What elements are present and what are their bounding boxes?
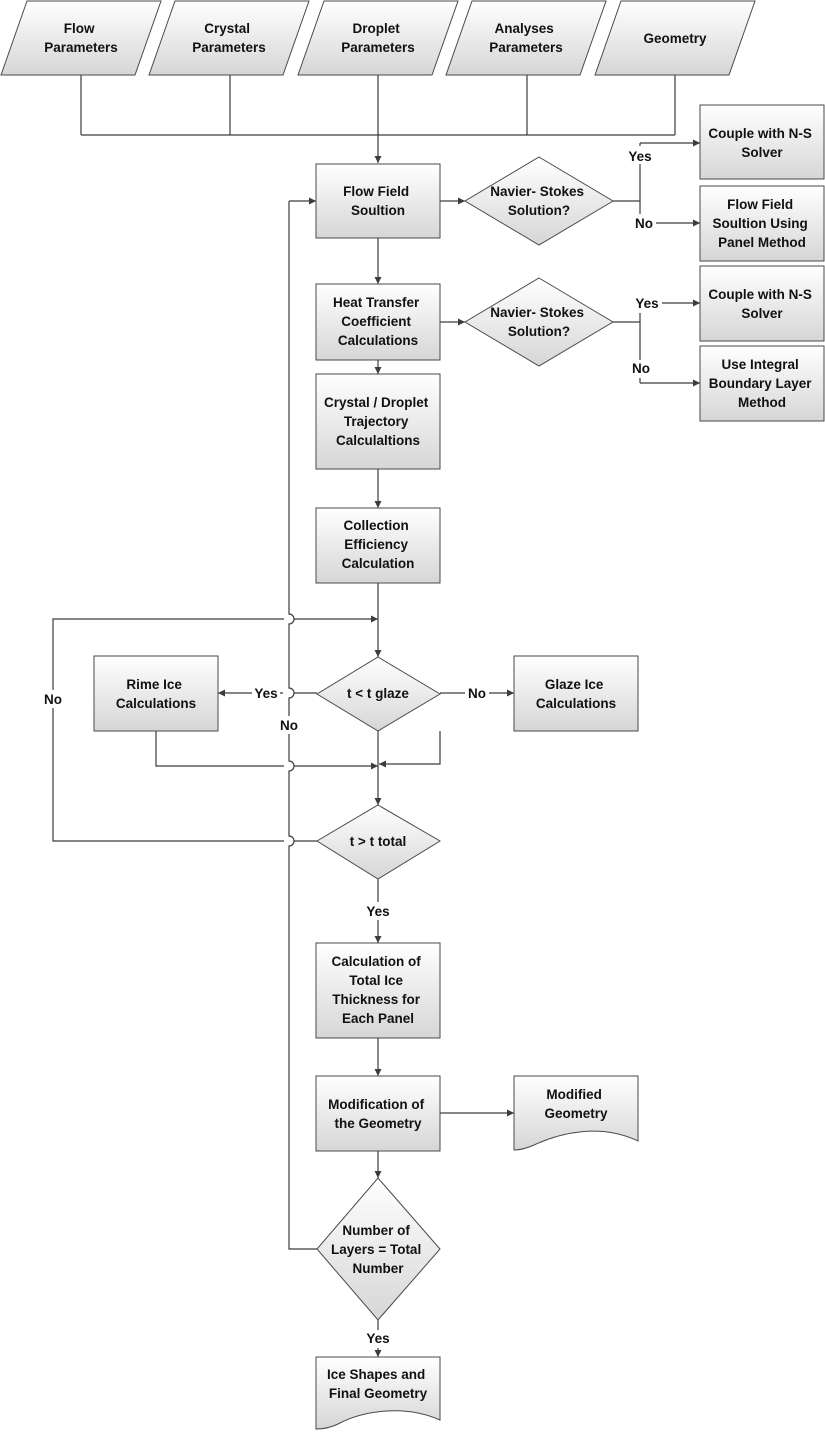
final-geometry-shape (315, 1356, 441, 1430)
couple-ns-2-shape (699, 265, 825, 342)
droplet-params-shape (297, 0, 459, 76)
t-total-label: t > t total (350, 834, 407, 849)
ns1-yes-label: Yes (628, 149, 651, 164)
ns2-yes-label: Yes (635, 296, 658, 311)
geometry-shape (594, 0, 756, 76)
collection-eff-shape (315, 507, 441, 584)
t-glaze-label: t < t glaze (347, 686, 409, 701)
geometry-label: Geometry (643, 31, 707, 46)
connectors (52, 75, 700, 1357)
node-labels: Flow Parameters Crystal Parameters Dropl… (44, 21, 816, 1401)
couple-ns-1-shape (699, 104, 825, 180)
heat-transfer-shape (315, 283, 441, 361)
modification-shape (315, 1075, 441, 1152)
layers-yes-label: Yes (366, 1331, 389, 1346)
edge-glaze-merge (379, 731, 441, 768)
flow-params-label: Flow Parameters (44, 21, 118, 55)
glaze-no-label: No (468, 686, 486, 701)
edge-layers-no-loop (288, 201, 317, 1250)
total-yes-label: Yes (366, 904, 389, 919)
ns1-no-label: No (635, 216, 653, 231)
analyses-params-label: Analyses Parameters (489, 21, 563, 55)
ns-decision-1-shape (464, 156, 614, 246)
total-thickness-label: Calculation of Total Ice Thickness for E… (331, 954, 424, 1026)
integral-bl-shape (699, 345, 825, 422)
flow-params-shape (0, 0, 162, 76)
layers-decision-label: Number of Layers = Total Number (331, 1223, 425, 1276)
couple-ns-1-label: Couple with N-S Solver (708, 126, 815, 160)
heat-transfer-label: Heat Transfer Coefficient Calculations (333, 295, 423, 348)
t-total-shape (316, 804, 441, 880)
final-geometry-label: Ice Shapes and Final Geometry (327, 1367, 429, 1401)
total-no-label: No (44, 692, 62, 707)
layers-no-label: No (280, 718, 298, 733)
integral-bl-label: Use Integral Boundary Layer Method (709, 357, 816, 410)
ns2-no-label: No (632, 361, 650, 376)
crystal-params-shape (148, 0, 310, 76)
rime-ice-shape (93, 655, 219, 732)
flow-field-label: Flow Field Soultion (343, 184, 413, 218)
droplet-params-label: Droplet Parameters (341, 21, 415, 55)
t-glaze-shape (316, 656, 441, 732)
glaze-ice-shape (513, 655, 639, 732)
panel-method-shape (699, 185, 825, 262)
edge-labels: Yes No Yes No Yes No No Yes No Yes (41, 146, 662, 1348)
rime-ice-label: Rime Ice Calculations (116, 677, 196, 711)
glaze-ice-label: Glaze Ice Calculations (536, 677, 616, 711)
modified-geometry-label: Modified Geometry (544, 1087, 608, 1121)
crystal-params-label: Crystal Parameters (192, 21, 266, 55)
collection-eff-label: Collection Efficiency Calculation (342, 518, 415, 571)
flow-field-shape (315, 163, 441, 239)
ns-decision-1-label: Navier- Stokes Solution? (490, 184, 588, 218)
glaze-yes-label: Yes (254, 686, 277, 701)
panel-method-label: Flow Field Soultion Using Panel Method (712, 197, 811, 250)
trajectory-shape (315, 373, 441, 470)
total-thickness-shape (315, 942, 441, 1039)
modification-label: Modification of the Geometry (328, 1097, 428, 1131)
analyses-params-shape (445, 0, 607, 76)
modified-geometry-shape (513, 1075, 639, 1151)
ns-decision-2-label: Navier- Stokes Solution? (490, 305, 588, 339)
edge-rime-down (155, 731, 284, 767)
layers-decision-shape (316, 1177, 441, 1321)
edge-ttotal-no-loop (52, 618, 284, 842)
couple-ns-2-label: Couple with N-S Solver (708, 287, 815, 321)
trajectory-label: Crystal / Droplet Trajectory Calculaltio… (324, 395, 432, 448)
ns-decision-2-shape (464, 277, 614, 367)
